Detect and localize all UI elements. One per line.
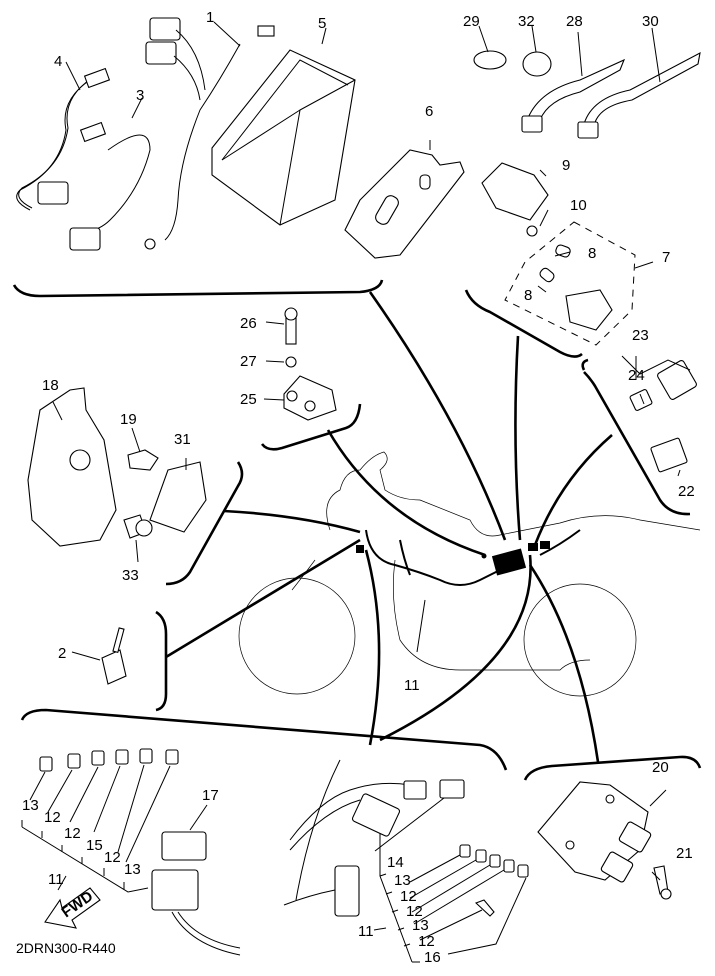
cable-tie-30 xyxy=(583,51,701,127)
callout-23: 23 xyxy=(632,327,649,344)
starter-relay-body xyxy=(565,289,613,331)
left-group-label: 15 xyxy=(86,837,103,854)
left-group-label: 12 xyxy=(104,849,121,866)
left-group-label: 12 xyxy=(64,825,81,842)
diagram-code: 2DRN300-R440 xyxy=(16,940,116,956)
coupler-23 xyxy=(657,360,697,400)
leader-line xyxy=(514,335,522,541)
callout-4: 4 xyxy=(54,53,62,70)
callout-24: 24 xyxy=(628,367,645,384)
callout-8b: 8 xyxy=(524,287,532,304)
callout-27: 27 xyxy=(240,353,257,370)
right-group-parent-label: 11 xyxy=(358,923,374,940)
battery-5 xyxy=(211,49,356,226)
rectifier-regulator-20 xyxy=(537,781,652,883)
fuse-10 xyxy=(526,225,538,237)
left-group-label: 13 xyxy=(22,797,39,814)
coupler-22 xyxy=(650,437,688,473)
main-coupler xyxy=(151,869,199,911)
ecu-31 xyxy=(149,461,207,533)
leader-line xyxy=(533,434,613,546)
right-group-label: 13 xyxy=(412,917,429,934)
callout-11-center: 11 xyxy=(404,677,420,694)
bottom-right-group-bracket xyxy=(523,755,702,781)
fwd-arrow: FWD xyxy=(44,887,101,929)
right-mid-group-bracket xyxy=(581,358,589,371)
battery-pad-6 xyxy=(344,149,465,259)
callout-21: 21 xyxy=(676,845,693,862)
callout-17: 17 xyxy=(202,787,219,804)
lean-angle-sensor-25 xyxy=(283,375,337,421)
right-group-label: 14 xyxy=(387,854,404,871)
terminal-set-left xyxy=(39,748,179,772)
callout-7: 7 xyxy=(662,249,670,266)
leader-line xyxy=(528,564,600,763)
callout-1: 1 xyxy=(206,9,214,26)
left-group-parent-label: 11 xyxy=(48,871,64,888)
callout-20: 20 xyxy=(652,759,669,776)
seal-24 xyxy=(629,389,653,411)
clamp-29 xyxy=(473,50,507,70)
sensor-group-bracket xyxy=(155,610,168,712)
callout-33: 33 xyxy=(122,567,139,584)
callout-10: 10 xyxy=(570,197,587,214)
leader-line xyxy=(379,554,532,742)
left-group-label: 12 xyxy=(44,809,61,826)
bolt-26 xyxy=(285,317,297,345)
terminal-set-right xyxy=(459,844,529,917)
callout-28: 28 xyxy=(566,13,583,30)
leader-line xyxy=(364,549,381,746)
harness-section-detail xyxy=(283,759,465,917)
clamp-19 xyxy=(127,449,159,471)
callout-30: 30 xyxy=(642,13,659,30)
mount-group-bracket xyxy=(260,403,362,451)
starter-relay-assy-7 xyxy=(504,221,636,346)
left-group-label: 13 xyxy=(124,861,141,878)
leader-line xyxy=(368,291,507,541)
callout-29: 29 xyxy=(463,13,480,30)
callout-32: 32 xyxy=(518,13,535,30)
right-group-label: 16 xyxy=(424,949,441,966)
battery-lead-1 xyxy=(164,43,241,241)
bottom-left-group-bracket xyxy=(20,708,508,771)
cable-tie-28 xyxy=(527,58,626,121)
callout-8a: 8 xyxy=(588,245,596,262)
callout-25: 25 xyxy=(240,391,257,408)
callout-3: 3 xyxy=(136,87,144,104)
clamp-32 xyxy=(522,51,552,77)
callout-5: 5 xyxy=(318,15,326,32)
callout-19: 19 xyxy=(120,411,137,428)
sensor-2 xyxy=(101,649,127,685)
callout-22: 22 xyxy=(678,483,695,500)
right-group-label: 12 xyxy=(418,933,435,950)
callout-18: 18 xyxy=(42,377,59,394)
top-right-group-bracket xyxy=(464,289,583,358)
motorcycle-silhouette xyxy=(238,451,701,697)
right-group-label: 13 xyxy=(394,872,411,889)
callout-9: 9 xyxy=(562,157,570,174)
cover-group-bracket xyxy=(165,461,244,586)
leader-line xyxy=(165,538,361,659)
cover-18 xyxy=(27,387,117,547)
right-group-label: 12 xyxy=(400,888,417,905)
washer-27 xyxy=(285,356,297,368)
relay-cover-9 xyxy=(481,162,549,221)
coupler-17 xyxy=(161,831,207,861)
top-group-bracket xyxy=(12,279,384,298)
callout-26: 26 xyxy=(240,315,257,332)
leader-line xyxy=(326,429,486,557)
callout-2: 2 xyxy=(58,645,66,662)
callout-6: 6 xyxy=(425,103,433,120)
right-mid-bracket-curve xyxy=(583,371,691,516)
right-group-label: 12 xyxy=(406,903,423,920)
callout-31: 31 xyxy=(174,431,191,448)
main-harness-on-bike xyxy=(356,529,581,586)
leader-line xyxy=(223,509,361,534)
